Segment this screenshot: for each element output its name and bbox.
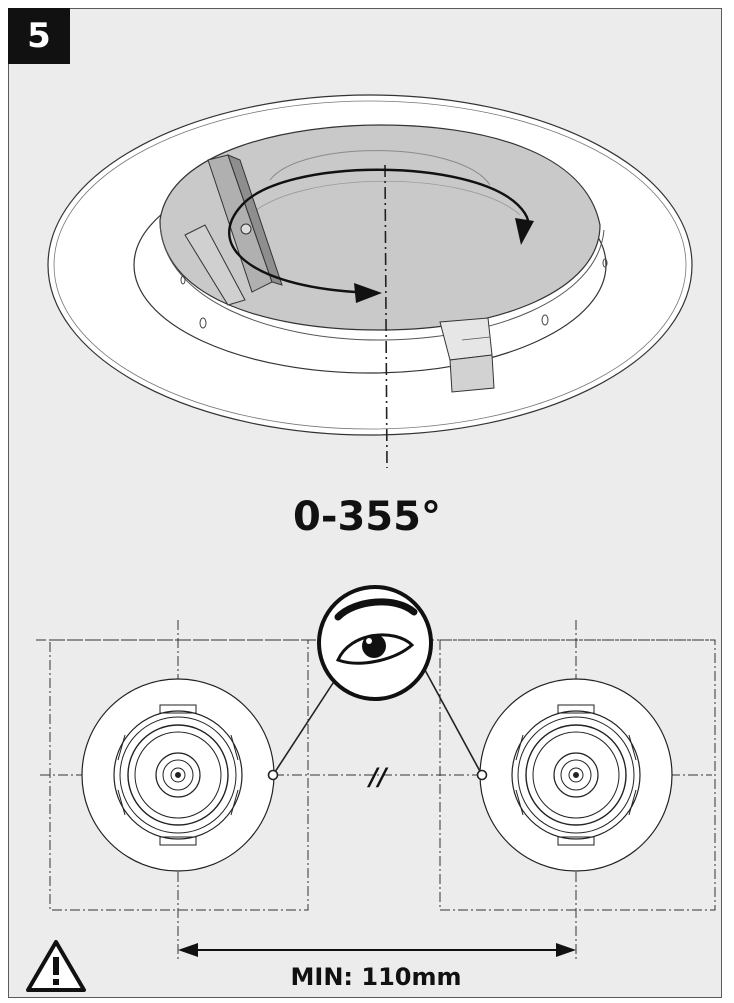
eye-icon	[317, 585, 433, 701]
sight-lines	[267, 669, 488, 781]
rotation-axis	[384, 164, 388, 469]
min-distance-dimension	[178, 943, 576, 957]
latch-tab	[439, 317, 495, 393]
fixture-ring-illustration	[47, 94, 693, 469]
min-distance-label: MIN: 110mm	[291, 963, 462, 991]
fixture-left	[81, 678, 275, 872]
step-number-badge: 5	[8, 8, 70, 64]
rotation-range-label: 0-355°	[293, 494, 441, 540]
rotation-arrow-icon	[228, 168, 534, 303]
fixture-right	[479, 678, 673, 872]
mounting-bracket	[184, 154, 283, 306]
spacing-break-mark: //	[366, 763, 389, 791]
warning-triangle-icon	[26, 940, 86, 992]
